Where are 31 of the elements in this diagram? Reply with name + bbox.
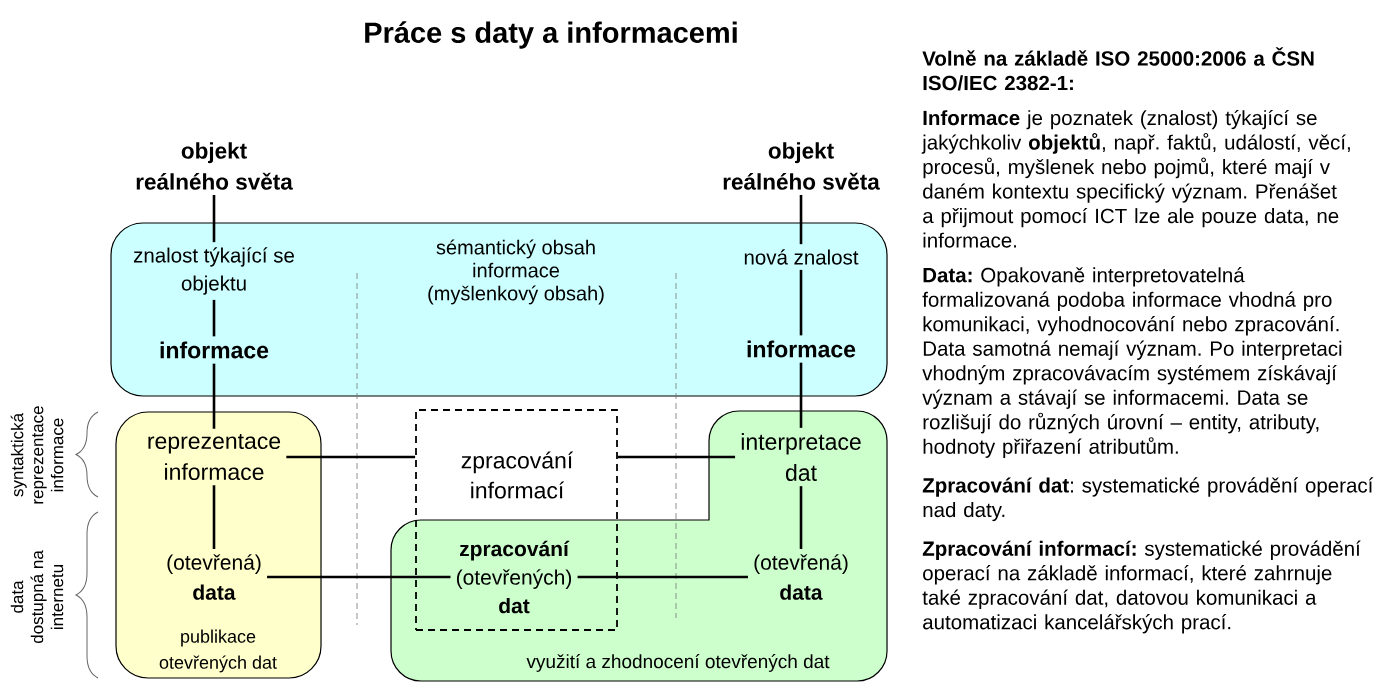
side-label: syntaktická reprezentace informace bbox=[10, 406, 64, 504]
definition-text: Data: Opakovaně interpretovatelná formalizovaná podoba informace vhodná pro komunikaci, vyhodnocování nebo zpracování. Data samotná nemají význam. Po interpretaci vhodným zpracovávacím systémem získávají význam a stávají se informacemi. Data se rozlišují do různých úrovní – entity, atributy, hodnoty přiřazení atributům. bbox=[922, 267, 1342, 458]
concept-label: informace bbox=[160, 341, 269, 359]
heading: Volně na základě ISO 25000:2006 a ČSN ISO/IEC 2382-1: bbox=[922, 47, 1314, 91]
definition-text: Zpracování informací: systematické provádění operací na základě informací, které zahrnuje také zpracování dat, datovou komunikaci a automatizaci kancelářských prací. bbox=[922, 540, 1361, 634]
connector-line bbox=[212, 194, 216, 243]
concept-label: objekt reálného světa bbox=[136, 142, 293, 190]
connector-line bbox=[212, 299, 216, 337]
definition-text: Zpracování dat: systematické provádění operací nad daty. bbox=[922, 477, 1374, 522]
concept-label: informace bbox=[747, 340, 856, 358]
connector-line bbox=[617, 455, 736, 459]
side-label: data dostupná na internetu bbox=[10, 550, 64, 644]
concept-label: reprezentace informace bbox=[148, 433, 281, 481]
concept-label: znalost týkající se objektu bbox=[133, 247, 294, 295]
connector-line bbox=[799, 486, 803, 549]
connector-line bbox=[286, 455, 416, 459]
concept-label: nová znalost bbox=[744, 249, 859, 265]
connector-line bbox=[267, 575, 451, 579]
connector-line bbox=[577, 575, 748, 579]
connector-line bbox=[212, 485, 216, 549]
concept-label: zpracování (otevřených) dat bbox=[456, 540, 572, 614]
connector-line bbox=[799, 269, 803, 336]
concept-label: (otevřená) data bbox=[754, 554, 848, 600]
concept-label: (otevřená) data bbox=[167, 554, 261, 600]
concept-label: objekt reálného světa bbox=[723, 142, 880, 190]
concept-label: interpretace dat bbox=[741, 433, 861, 481]
definition-text: Informace je poznatek (znalost) týkající se jakýchkoliv objektů, např. faktů, událostí, věcí, procesů, myšlenek nebo pojmů, které mají v daném kontextu specifický význam. Přenášet a přijmout pomocí ICT lze ale pouze data, ne informace. bbox=[921, 109, 1350, 248]
connector-line bbox=[799, 194, 803, 245]
title: Práce s daty a informacemi bbox=[365, 21, 737, 49]
connector-line bbox=[212, 363, 216, 429]
connector-line bbox=[799, 362, 803, 428]
